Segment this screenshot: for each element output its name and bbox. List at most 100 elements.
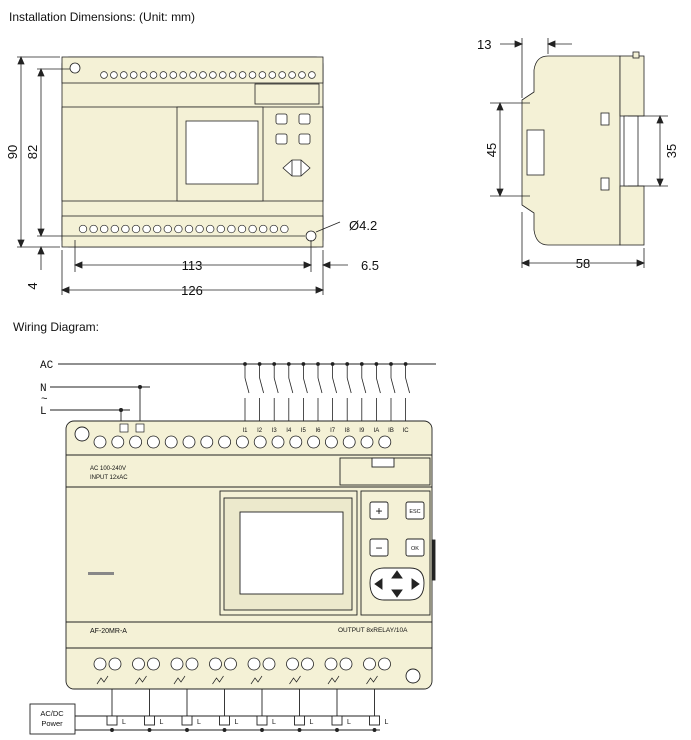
input-switch-contact [259,377,264,394]
load-label: L [160,719,164,726]
dim-offset-right: 6.5 [361,258,379,273]
minus-button-label: − [375,541,382,555]
output-terminal [378,657,391,671]
front-bottom-terminal [237,224,247,234]
front-dimensions [17,55,348,295]
front-top-terminal [268,71,277,79]
load-junction [372,728,377,732]
front-keypad [275,113,311,177]
load-junction [147,728,152,732]
input-terminal [146,435,160,449]
label-input-count: INPUT 12xAC [90,475,128,481]
load-junction [297,728,302,732]
esc-button[interactable] [405,501,425,520]
arrow-right-icon[interactable] [411,578,420,590]
front-top-terminal [258,71,267,79]
front-top-terminal [228,71,237,79]
output-terminals [93,657,391,685]
plus-button[interactable] [369,501,389,520]
input-terminal-label: I3 [272,428,278,434]
input-terminal-label: I8 [345,428,351,434]
front-bottom-terminal [100,224,109,234]
input-switch-contact [288,377,294,394]
load-label: L [235,719,239,726]
side-connector [526,129,545,176]
input-switch-contact [303,377,308,394]
load-junction [335,728,339,732]
output-terminal [209,657,222,671]
input-switch-contact [361,377,367,394]
front-view [61,56,324,248]
ok-button[interactable] [405,538,425,557]
input-terminal-label: IA [374,428,380,434]
input-terminal-label: I1 [242,428,248,434]
input-terminal-label: IB [388,428,394,434]
arrow-left-icon[interactable] [374,578,383,590]
ok-button-label: OK [411,546,419,552]
input-terminal [253,435,267,449]
output-terminal [301,657,314,671]
side-body [521,55,621,246]
input-terminal [235,435,249,449]
input-terminal [164,435,178,449]
front-bottom-terminal [206,224,215,234]
relay-contact-icon [212,675,224,685]
dim-side-top: 13 [477,37,491,52]
controller-lcd [239,511,344,595]
side-rail-clip-top [619,55,645,117]
minus-button[interactable] [369,538,389,557]
arrow-up-icon[interactable] [391,570,403,579]
front-top-terminal [100,71,108,79]
key-1 [275,113,288,125]
output-terminal [224,657,237,671]
supply-terminal [135,423,145,433]
front-bottom-terminal [184,224,194,234]
line-l-label: L [40,406,47,418]
output-terminal [247,657,261,671]
load-box [256,715,268,726]
side-tab [632,51,640,59]
side-dimensions [490,38,668,268]
line-tilde-label: ~ [41,394,48,406]
input-switch-contact [273,377,279,394]
front-bottom-terminal [131,224,141,234]
input-terminal-label: I6 [315,428,321,434]
wiring-heading: Wiring Diagram: [13,320,100,334]
front-top-strip [61,56,324,84]
supply-lines [50,363,436,423]
output-terminal [132,657,145,671]
front-top-terminal [179,71,187,79]
plus-button-label: + [375,504,382,518]
controller-tab [371,457,395,468]
dim-rail-height: 35 [664,144,679,158]
input-junction [374,362,379,366]
input-terminal [93,435,107,449]
input-terminal [111,435,125,449]
mount-hole-top-left [69,62,81,74]
side-slot-2 [600,177,610,191]
label-output: OUTPUT 8xRELAY/10A [338,627,408,634]
output-terminal [324,657,338,671]
input-switch-contact [317,377,323,394]
input-junction [301,362,306,366]
front-top-terminal [308,71,316,79]
front-top-terminal [298,71,306,79]
front-top-terminal [219,71,227,79]
front-top-terminal [238,71,247,79]
supply-terminal [119,423,129,433]
controller-small-rect-1 [88,572,114,575]
controller [65,420,436,690]
input-terminal [360,435,374,449]
input-terminal-label: IC [403,428,410,434]
load-box [369,715,380,726]
front-top-terminals [100,71,316,79]
front-bottom-terminal [195,224,204,234]
front-top-terminal [248,71,257,79]
controller-side-tab [431,539,436,581]
dim-hole-diameter: Ø4.2 [349,218,377,233]
load-box [219,715,230,726]
arrow-down-icon[interactable] [391,589,403,598]
input-switch-contact [332,377,337,394]
